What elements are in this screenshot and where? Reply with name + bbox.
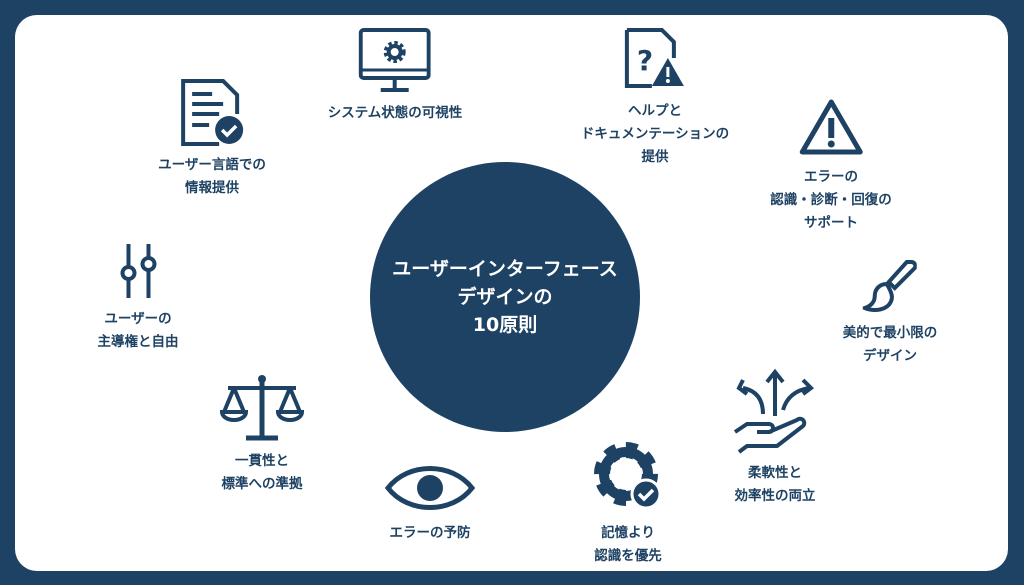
principle-label: 標準への準拠: [221, 476, 303, 492]
principle-user-control-freedom: ユーザーの主導権と自由: [98, 242, 179, 354]
hand-arrows-icon: [733, 368, 815, 454]
principle-label: 主導権と自由: [97, 334, 179, 350]
document-check-icon: [180, 79, 243, 146]
principle-flexibility-efficiency: 柔軟性と効率性の両立: [733, 366, 817, 508]
principle-label: エラーの: [804, 169, 858, 185]
principle-aesthetic-minimalist: 美的で最小限のデザイン: [842, 258, 938, 368]
principle-label: 認識・診断・回復の: [770, 192, 892, 208]
principle-label: 美的で最小限の: [842, 325, 938, 341]
gear-check-icon: [594, 442, 662, 510]
principle-label: デザイン: [863, 348, 917, 364]
principle-label: 一貫性と: [235, 453, 289, 469]
scales-icon: [220, 375, 304, 441]
principle-label: 提供: [641, 149, 669, 165]
svg-text:?: ?: [637, 44, 653, 77]
principle-match-user-language: ユーザー言語での情報提供: [158, 78, 266, 200]
eye-icon: [384, 466, 476, 510]
principle-label: 柔軟性と: [748, 465, 802, 481]
principle-label: ユーザーの: [104, 311, 172, 327]
principle-label: 情報提供: [184, 180, 239, 196]
principle-label: サポート: [804, 215, 858, 231]
warning-triangle-icon: [799, 99, 863, 155]
principle-label: ヘルプと: [627, 103, 682, 119]
document-question-warning-icon: ?: [624, 28, 684, 88]
principle-error-prevention: エラーの予防: [384, 462, 476, 545]
monitor-gear-icon: [358, 28, 431, 92]
principle-label: 効率性の両立: [734, 488, 816, 504]
principle-label: ユーザー言語での: [158, 157, 266, 173]
paintbrush-icon: [863, 260, 917, 312]
principle-system-status: システム状態の可視性: [327, 28, 463, 125]
center-title-circle: ユーザーインターフェース デザインの 10原則: [370, 162, 640, 432]
principle-label: ドキュメンテーションの: [580, 126, 730, 142]
principle-recognition-over-recall: 記憶より認識を優先: [590, 434, 666, 568]
principle-help-documentation: ? ヘルプとドキュメンテーションの提供: [581, 28, 729, 169]
principle-label: システム状態の可視性: [327, 105, 463, 121]
principle-label: 認識を優先: [594, 548, 662, 564]
principle-label: 記憶より: [601, 525, 655, 541]
center-title-line: 10原則: [472, 314, 538, 336]
principle-label: エラーの予防: [389, 525, 471, 541]
center-title-line: デザインの: [457, 286, 553, 308]
principle-error-recovery: エラーの認識・診断・回復のサポート: [770, 98, 892, 235]
principle-consistency-standards: 一貫性と標準への準拠: [220, 374, 304, 496]
sliders-icon: [120, 244, 156, 298]
center-title-line: ユーザーインターフェース: [392, 258, 618, 280]
